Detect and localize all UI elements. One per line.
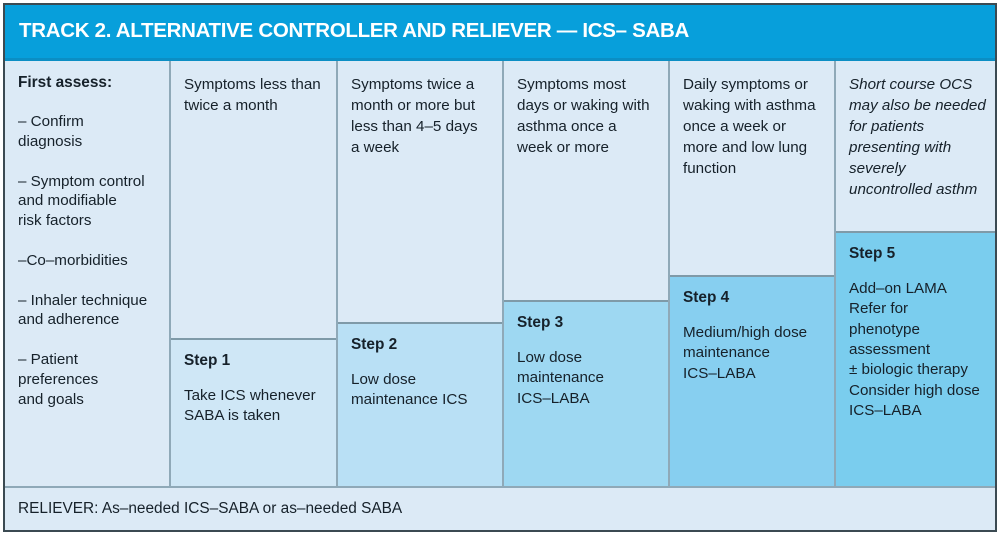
list-item: – Inhaler technique and adherence <box>18 291 148 329</box>
asthma-treatment-track-figure: TRACK 2. ALTERNATIVE CONTROLLER AND RELI… <box>3 3 997 532</box>
step-box-2: Step 2 Low dose maintenance ICS <box>338 322 502 486</box>
column-step-3: Symptoms most days or waking with asthma… <box>504 61 670 486</box>
step-box-5: Step 5 Add–on LAMA Refer for phenotype a… <box>836 231 995 486</box>
column-first-assess: First assess: – Confirm diagnosis – Symp… <box>5 61 171 486</box>
column-step-1: Symptoms less than twice a month Step 1 … <box>171 61 338 486</box>
step-label-5: Step 5 <box>849 245 896 262</box>
step-label-4: Step 4 <box>683 289 730 306</box>
column-step-2: Symptoms twice a month or more but less … <box>338 61 504 486</box>
step-treatment-4: Medium/high dose maintenance ICS–LABA <box>683 324 808 382</box>
first-assess-list: – Confirm diagnosis – Symptom control an… <box>5 92 169 409</box>
reliever-text: RELIEVER: As–needed ICS–SABA or as–neede… <box>18 500 403 517</box>
figure-header-band: TRACK 2. ALTERNATIVE CONTROLLER AND RELI… <box>5 5 995 61</box>
ocs-note-text: Short course OCS may also be needed for … <box>849 76 986 198</box>
reliever-footer: RELIEVER: As–needed ICS–SABA or as–neede… <box>5 488 995 530</box>
step-label-2: Step 2 <box>351 336 398 353</box>
step-treatment-1: Take ICS whenever SABA is taken <box>184 387 316 425</box>
step-label-3: Step 3 <box>517 314 564 331</box>
list-item: –Co–morbidities <box>18 251 128 269</box>
column-step-5: Short course OCS may also be needed for … <box>836 61 995 486</box>
list-item: – Confirm diagnosis <box>18 113 84 150</box>
figure-title: TRACK 2. ALTERNATIVE CONTROLLER AND RELI… <box>19 19 689 43</box>
criteria-text-step-1: Symptoms less than twice a month <box>184 76 321 114</box>
step-label-1: Step 1 <box>184 352 231 369</box>
first-assess-heading: First assess: <box>18 74 113 91</box>
criteria-text-step-3: Symptoms most days or waking with asthma… <box>517 76 650 156</box>
list-item: – Symptom control and modifiable risk fa… <box>18 172 145 230</box>
step-box-4: Step 4 Medium/high dose maintenance ICS–… <box>670 275 834 486</box>
step-box-3: Step 3 Low dose maintenance ICS–LABA <box>504 300 668 486</box>
step-box-1: Step 1 Take ICS whenever SABA is taken <box>171 338 336 486</box>
step-treatment-5: Add–on LAMA Refer for phenotype assessme… <box>849 280 980 420</box>
column-step-4: Daily symptoms or waking with asthma onc… <box>670 61 836 486</box>
criteria-text-step-4: Daily symptoms or waking with asthma onc… <box>683 76 816 177</box>
step-treatment-2: Low dose maintenance ICS <box>351 371 468 409</box>
criteria-text-step-2: Symptoms twice a month or more but less … <box>351 76 478 156</box>
list-item: – Patient preferences and goals <box>18 351 99 408</box>
treatment-steps-grid: First assess: – Confirm diagnosis – Symp… <box>5 61 995 488</box>
step-treatment-3: Low dose maintenance ICS–LABA <box>517 349 604 407</box>
